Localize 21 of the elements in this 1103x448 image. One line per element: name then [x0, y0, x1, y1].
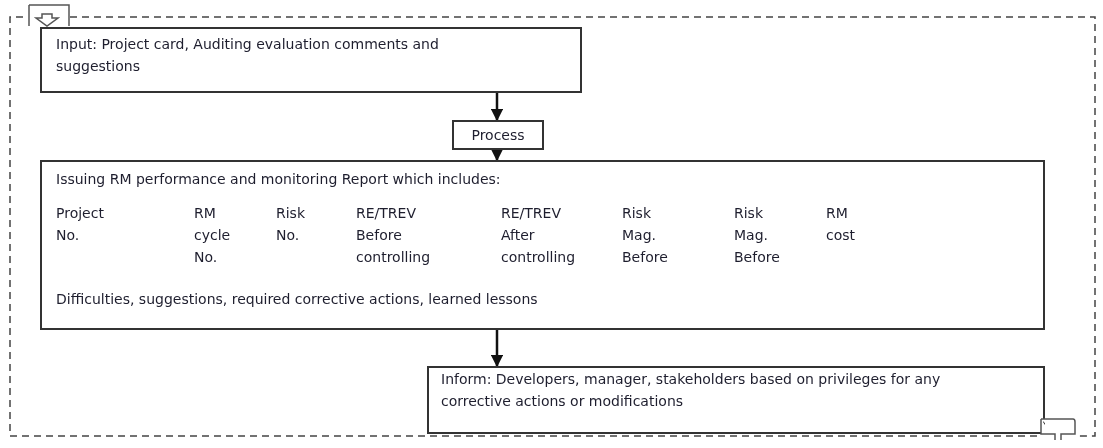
- arrow: [490, 330, 504, 368]
- box-text: Input: Project card, Auditing evaluation comments and suggestions: [56, 35, 440, 76]
- report-column-text: RM cost: [826, 204, 856, 245]
- process-box: [427, 366, 1045, 434]
- report-note: Difficulties, suggestions, required corrective actions, learned lessons: [56, 290, 539, 309]
- box-text: Inform: Developers, manager, stakeholders based on privileges for any corrective actions or modifications: [441, 370, 942, 411]
- arrow: [490, 148, 504, 162]
- report-column-text: RM cycle No.: [194, 204, 231, 267]
- off-page-connector: [28, 4, 70, 30]
- report-column-text: RE/TREV Before controlling: [356, 204, 431, 267]
- report-column-text: Risk No.: [276, 204, 306, 245]
- report-box: [40, 160, 1045, 330]
- box-text: Process: [471, 126, 525, 145]
- report-column-text: Risk Mag. Before: [622, 204, 668, 267]
- report-column-text: Risk Mag. Before: [734, 204, 780, 267]
- report-column-text: RE/TREV After controlling: [501, 204, 576, 267]
- report-column-text: Project No.: [56, 204, 104, 245]
- arrow: [490, 93, 504, 122]
- process-box: [452, 120, 544, 150]
- report-heading: Issuing RM performance and monitoring Report which includes:: [56, 170, 502, 189]
- process-box: [40, 27, 582, 93]
